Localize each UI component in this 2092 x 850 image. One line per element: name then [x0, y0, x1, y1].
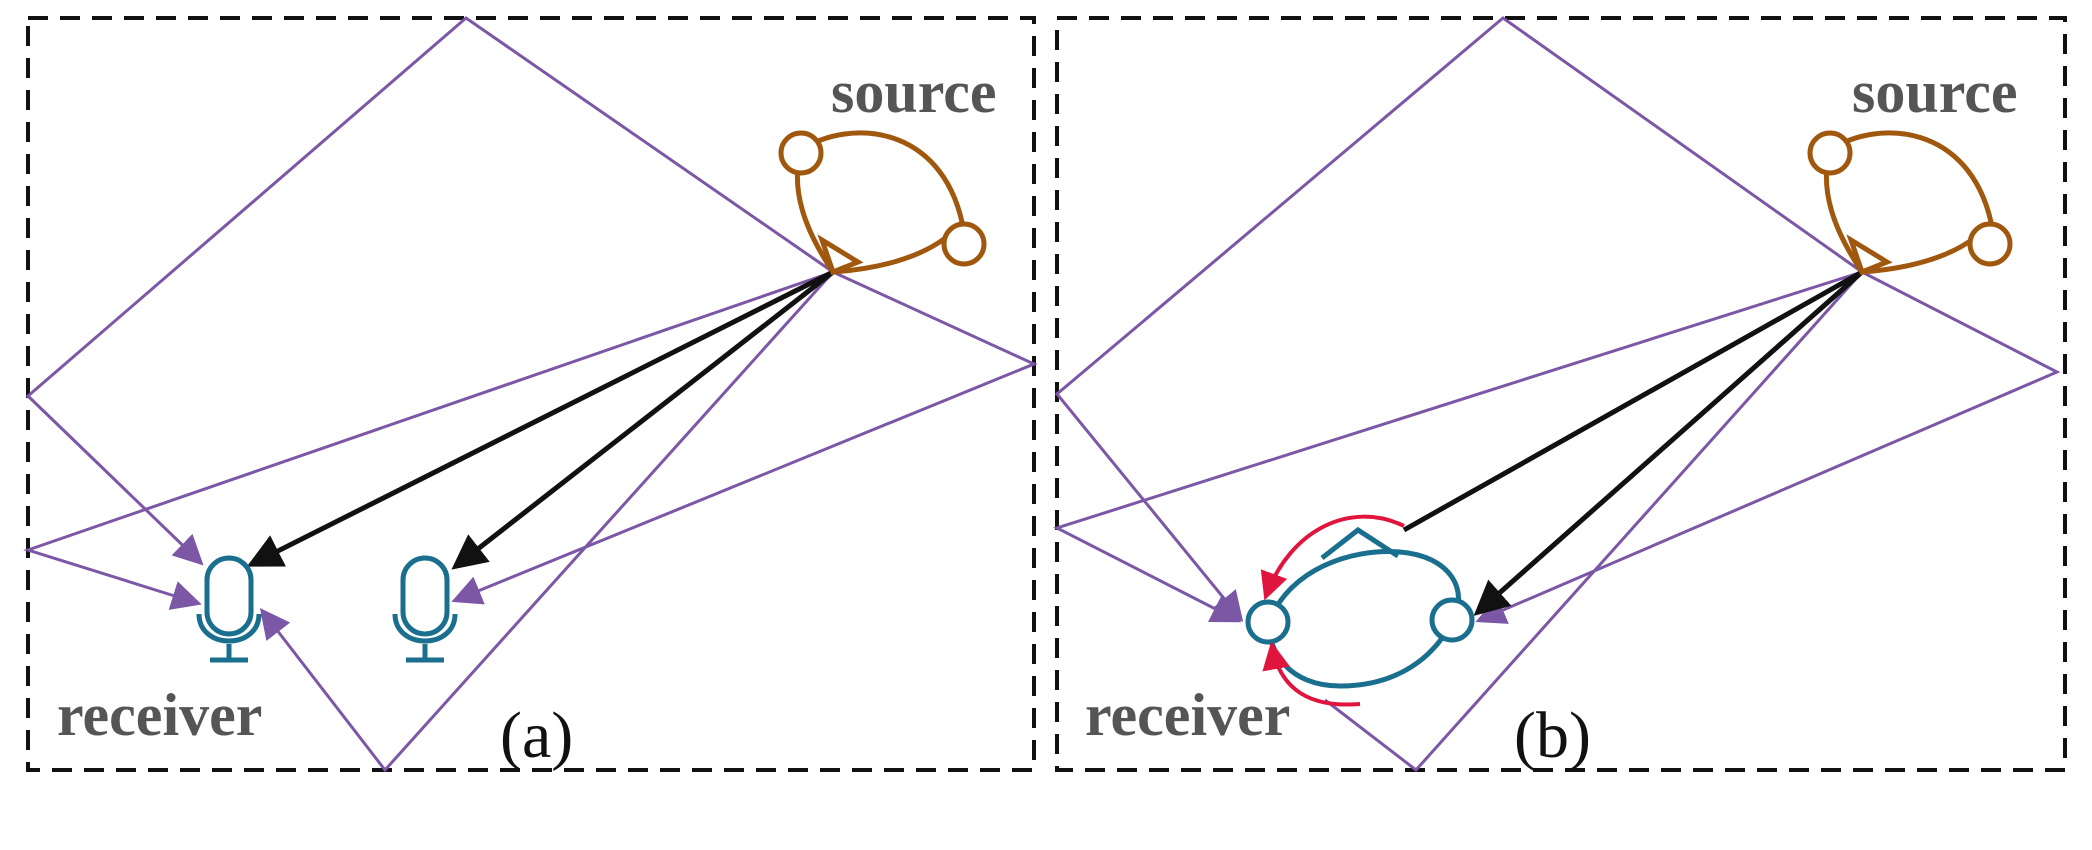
panel-b-border: [1055, 16, 2067, 772]
panel-a-border: [26, 16, 1036, 772]
reflection-path-2: [1053, 270, 1863, 623]
microphone-icon: [196, 555, 262, 663]
source-label: source: [1852, 59, 2018, 125]
listener-head-icon: [1245, 526, 1475, 689]
receiver-label: receiver: [1085, 682, 1290, 748]
panel-a-direct-paths: [246, 269, 835, 570]
feedback-arrow-top: [1260, 514, 1405, 601]
reflection-path-3: [259, 270, 835, 773]
reflection-path-3: [1324, 270, 1864, 773]
reflection-path-1: [1054, 16, 1863, 622]
panel-b-feedback-arrows: [1260, 514, 1405, 707]
direct-path-1: [246, 269, 835, 567]
receiver-label: receiver: [57, 682, 262, 748]
reflection-path-4: [1475, 270, 2061, 624]
reflection-path-1: [25, 16, 834, 566]
panel-a-reflection-paths: [23, 16, 1038, 773]
direct-path-1: [1402, 269, 1864, 533]
direct-path-2: [1473, 270, 1864, 616]
panel-label: (b): [1514, 699, 1591, 772]
panel-b-reflection-paths: [1053, 16, 2061, 773]
feedback-arrow-bottom: [1262, 641, 1361, 707]
reflection-path-4: [451, 270, 1038, 605]
source-head-icon: [1807, 130, 2013, 276]
panel-b-direct-paths: [1402, 269, 1864, 616]
panel-label: (a): [500, 699, 573, 772]
panel-a: source receiver (a): [23, 16, 1038, 773]
source-head-icon: [778, 130, 987, 276]
source-label: source: [831, 59, 997, 125]
microphone-icon: [392, 555, 458, 663]
reflection-path-2: [23, 270, 834, 610]
direct-path-2: [451, 270, 835, 570]
panel-b: source receiver (b): [1053, 16, 2067, 773]
